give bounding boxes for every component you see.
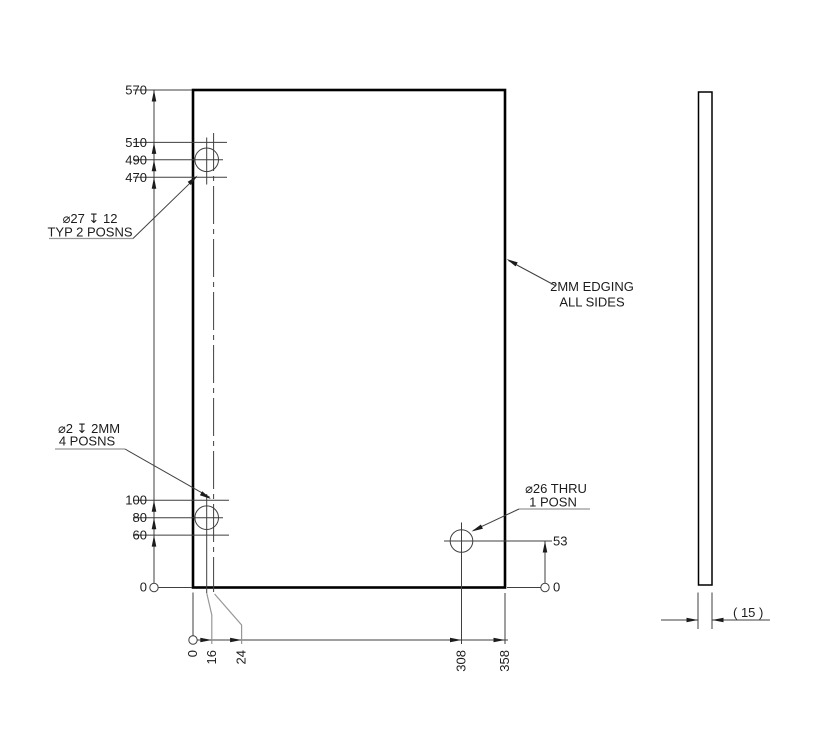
dim-label-0-left: 0 [140, 580, 147, 595]
note-thru-hole-arrow [471, 524, 483, 532]
note-edging-line2: ALL SIDES [559, 295, 625, 310]
dim-label-80: 80 [133, 510, 147, 525]
arrow-24 [230, 637, 242, 643]
origin-marker-right [540, 582, 550, 593]
arrow-510 [151, 142, 157, 154]
note-cbore: ⌀27 ↧ 12 TYP 2 POSNS [47, 175, 198, 240]
note-edging-line1: 2MM EDGING [550, 279, 634, 294]
note-thru-hole: ⌀26 THRU 1 POSN [471, 481, 590, 532]
dim-label-490: 490 [125, 152, 147, 167]
dim-label-470: 470 [125, 170, 147, 185]
dimension-bottom: 0 16 24 308 358 [185, 592, 512, 672]
ext-bottom-16-jog [206, 592, 213, 644]
note-cbore-line1: ⌀27 ↧ 12 [63, 211, 118, 226]
dim-label-0-bottom: 0 [185, 650, 200, 657]
arrow-53 [542, 541, 548, 553]
note-small-holes: ⌀2 ↧ 2MM 4 POSNS [55, 421, 211, 499]
note-thru-hole-line2: 1 POSN [529, 495, 577, 510]
arrow-358 [493, 637, 505, 643]
dimension-thickness: ( 15 ) [661, 592, 770, 629]
panel-outline [191, 88, 507, 589]
dim-label-0-right: 0 [553, 580, 560, 595]
holes [194, 133, 552, 644]
panel-side-view [697, 91, 713, 586]
arrow-16 [200, 637, 212, 643]
ext-bottom-24-jog [214, 593, 243, 644]
dim-label-60: 60 [133, 528, 147, 543]
note-cbore-arrow [187, 175, 198, 186]
note-cbore-leader [132, 176, 197, 239]
note-small-holes-line1: ⌀2 ↧ 2MM [58, 421, 120, 436]
note-small-holes-line2: 4 POSNS [59, 434, 116, 449]
note-edging-arrow [506, 259, 518, 267]
note-thru-hole-line1: ⌀26 THRU [525, 481, 587, 496]
note-small-holes-arrow [199, 491, 211, 499]
dim-label-510: 510 [125, 135, 147, 150]
arrow-490 [151, 159, 157, 172]
dim-label-53: 53 [553, 534, 567, 549]
dimension-right: 53 0 [507, 534, 567, 595]
dim-label-308: 308 [454, 650, 469, 672]
note-cbore-line2: TYP 2 POSNS [47, 225, 132, 240]
side-view-outline [697, 91, 713, 586]
note-edging: 2MM EDGING ALL SIDES [506, 259, 634, 310]
origin-marker-bottom [188, 635, 198, 645]
arrow-thickness-right [712, 617, 724, 623]
origin-marker-left [149, 582, 159, 593]
arrow-thickness-left [686, 617, 698, 623]
panel-front-view [191, 88, 507, 589]
arrow-100 [151, 500, 157, 512]
arrow-80 [151, 517, 157, 530]
dim-label-358: 358 [497, 650, 512, 672]
dim-label-16: 16 [204, 650, 219, 664]
dim-label-thickness: ( 15 ) [733, 605, 763, 620]
dim-label-24: 24 [234, 650, 249, 664]
dim-label-570: 570 [125, 83, 147, 98]
dim-label-100: 100 [125, 493, 147, 508]
arrow-308 [450, 637, 462, 643]
arrow-570 [151, 90, 157, 102]
note-small-holes-leader [124, 448, 211, 498]
arrow-470 [151, 177, 157, 189]
arrow-60 [151, 535, 157, 547]
dimension-left: 570 510 490 470 100 80 60 0 [125, 83, 229, 595]
